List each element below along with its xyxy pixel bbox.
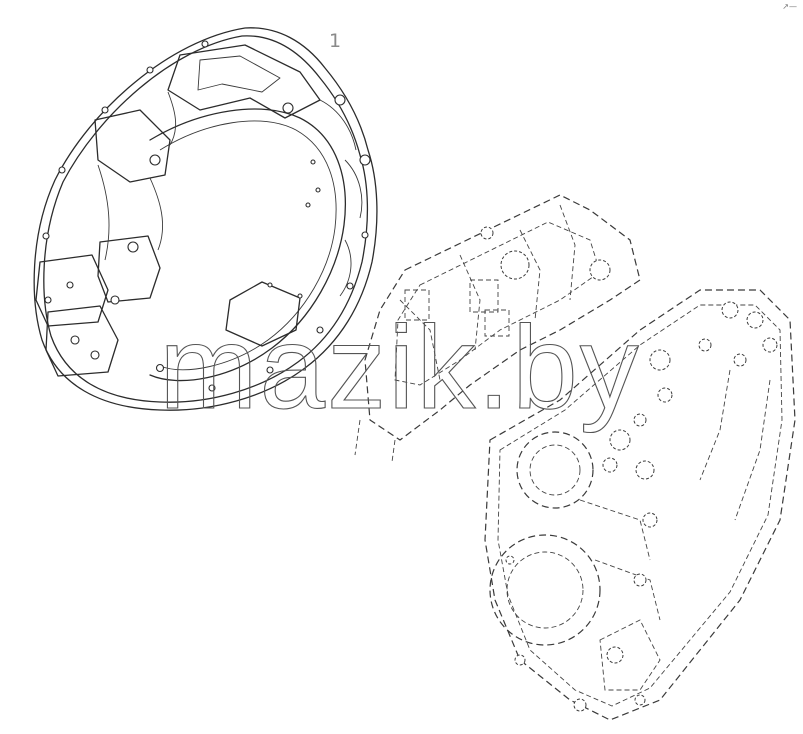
watermark-text: mazik.by	[159, 302, 641, 434]
flywheel-housing-icon	[33, 27, 378, 411]
watermark: mazik.by	[159, 301, 641, 434]
part-callout-number: 1	[329, 30, 342, 52]
corner-mark: ↗—	[782, 2, 797, 11]
engine-block-icon	[354, 194, 796, 721]
